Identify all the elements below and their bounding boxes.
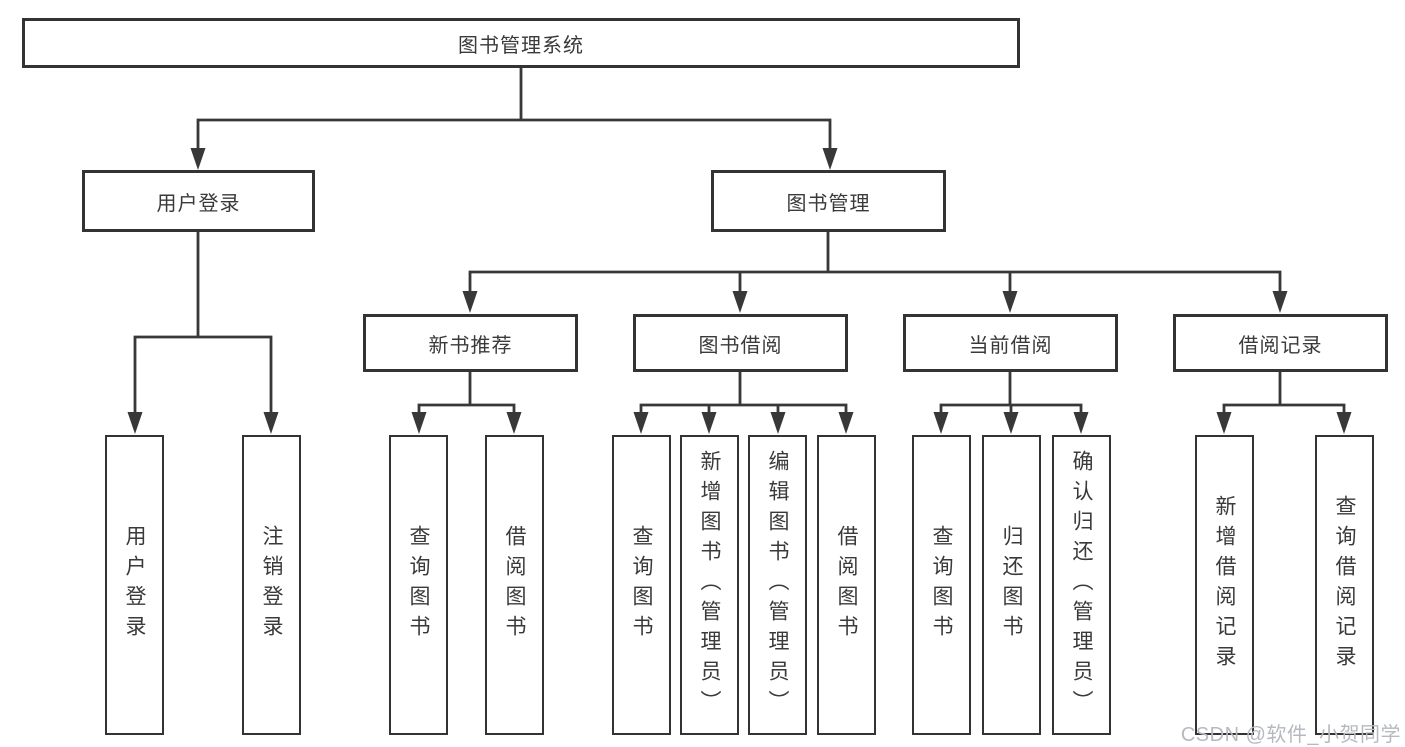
leaf-borrow-books-2: 借阅图书 — [817, 435, 876, 735]
leaf-user-login: 用户登录 — [105, 435, 164, 735]
leaf-edit-book-admin-label: 编辑图书（管理员） — [766, 450, 789, 720]
watermark: CSDN @软件_小贺同学 — [1180, 724, 1401, 746]
leaf-borrow-books-recommend: 借阅图书 — [485, 435, 544, 735]
leaf-logout: 注销登录 — [242, 435, 301, 735]
node-book-borrow: 图书借阅 — [633, 314, 848, 372]
leaf-add-borrow-record: 新增借阅记录 — [1195, 435, 1254, 735]
leaf-query-books-recommend-label: 查询图书 — [407, 525, 430, 645]
leaf-query-books-current: 查询图书 — [912, 435, 971, 735]
leaf-return-book-label: 归还图书 — [1000, 525, 1023, 645]
node-new-book-recommend: 新书推荐 — [363, 314, 578, 372]
leaf-query-borrow-record-label: 查询借阅记录 — [1333, 495, 1356, 675]
leaf-confirm-return-admin: 确认归还（管理员） — [1052, 435, 1111, 735]
leaf-logout-label: 注销登录 — [260, 525, 283, 645]
leaf-query-books-recommend: 查询图书 — [389, 435, 448, 735]
leaf-borrow-books-2-label: 借阅图书 — [835, 525, 858, 645]
leaf-borrow-books-recommend-label: 借阅图书 — [503, 525, 526, 645]
leaf-user-login-label: 用户登录 — [123, 525, 146, 645]
leaf-query-books-borrow: 查询图书 — [612, 435, 671, 735]
node-user-login: 用户登录 — [82, 170, 315, 232]
leaf-query-books-borrow-label: 查询图书 — [630, 525, 653, 645]
leaf-add-book-admin-label: 新增图书（管理员） — [698, 450, 721, 720]
node-current-borrow: 当前借阅 — [903, 314, 1118, 372]
node-book-management: 图书管理 — [711, 170, 946, 232]
leaf-add-borrow-record-label: 新增借阅记录 — [1213, 495, 1236, 675]
leaf-confirm-return-admin-label: 确认归还（管理员） — [1070, 450, 1093, 720]
leaf-return-book: 归还图书 — [982, 435, 1041, 735]
leaf-add-book-admin: 新增图书（管理员） — [680, 435, 739, 735]
node-borrow-records: 借阅记录 — [1173, 314, 1388, 372]
node-library-management-system: 图书管理系统 — [22, 18, 1020, 68]
leaf-query-books-current-label: 查询图书 — [930, 525, 953, 645]
leaf-query-borrow-record: 查询借阅记录 — [1315, 435, 1374, 735]
leaf-edit-book-admin: 编辑图书（管理员） — [748, 435, 807, 735]
